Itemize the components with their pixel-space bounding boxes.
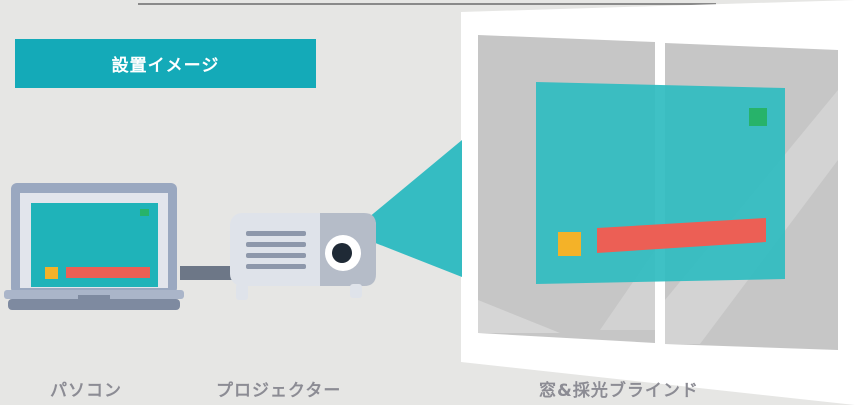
laptop-illustration: [4, 183, 184, 310]
projector-foot: [350, 284, 362, 298]
caption-window: 窓&採光ブラインド: [539, 381, 699, 401]
projector-vent: [246, 253, 306, 258]
projection-beam: [350, 140, 462, 277]
red-bar: [66, 267, 150, 278]
cable: [180, 266, 238, 280]
glass-reflection: [478, 300, 560, 333]
projector-vent: [246, 242, 306, 247]
laptop-base: [4, 290, 184, 299]
yellow-square: [558, 232, 581, 256]
laptop-notch: [78, 295, 110, 299]
projector-vent: [246, 231, 306, 236]
projector-foot: [236, 284, 248, 300]
yellow-square: [45, 267, 58, 279]
caption-pc: パソコン: [50, 381, 122, 401]
green-square: [140, 209, 149, 216]
projector-lens-center: [332, 243, 352, 263]
green-square: [749, 108, 767, 126]
caption-projector: プロジェクター: [216, 381, 342, 401]
projected-image: [536, 82, 785, 284]
projector-illustration: [230, 213, 376, 300]
title-badge: 設置イメージ: [15, 39, 316, 88]
projector-vent: [246, 264, 306, 269]
red-bar: [597, 218, 766, 253]
laptop-keyboard-edge: [8, 299, 180, 310]
